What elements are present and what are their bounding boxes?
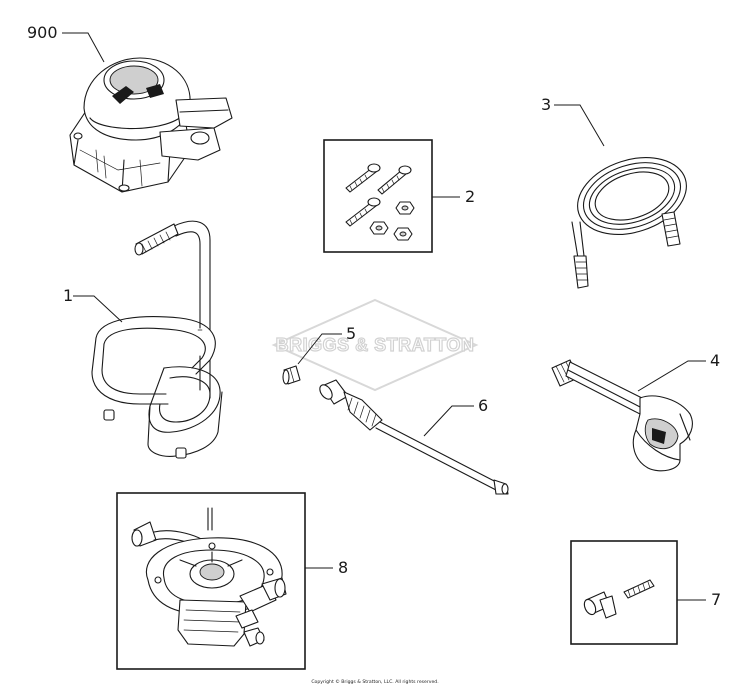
- pump-assembly-8[interactable]: [116, 492, 306, 670]
- callout-6-label: 6: [478, 396, 488, 415]
- callout-4-label: 4: [710, 351, 720, 370]
- callout-4: 4: [637, 351, 720, 392]
- callout-7: 7: [677, 590, 721, 609]
- lance-6[interactable]: [317, 379, 509, 495]
- callout-1-label: 1: [63, 286, 73, 305]
- callout-900-label: 900: [27, 23, 58, 42]
- callout-8: 8: [305, 558, 348, 577]
- callout-2-label: 2: [465, 187, 475, 206]
- brand-watermark: BRIGGS & STRATTON: [271, 298, 479, 392]
- callout-1: 1: [63, 286, 123, 323]
- callout-5: 5: [297, 324, 356, 365]
- callout-8-label: 8: [338, 558, 348, 577]
- spray-gun-4[interactable]: [551, 359, 693, 472]
- fitting-kit-7[interactable]: [570, 540, 678, 645]
- hose-3[interactable]: [568, 144, 697, 289]
- copyright-notice: Copyright © Briggs & Stratton, LLC. All …: [311, 680, 439, 685]
- callout-3: 3: [541, 95, 605, 147]
- callout-5-label: 5: [346, 324, 356, 343]
- nozzle-5[interactable]: [282, 365, 301, 385]
- callout-6: 6: [423, 396, 488, 437]
- frame-handle-1[interactable]: [91, 220, 223, 459]
- callout-3-label: 3: [541, 95, 551, 114]
- callout-7-label: 7: [711, 590, 721, 609]
- watermark-text: BRIGGS & STRATTON: [276, 335, 475, 355]
- callout-900: 900: [27, 23, 105, 63]
- engine-900[interactable]: [69, 57, 233, 193]
- callout-2: 2: [432, 187, 475, 206]
- hardware-kit-2[interactable]: [323, 139, 433, 253]
